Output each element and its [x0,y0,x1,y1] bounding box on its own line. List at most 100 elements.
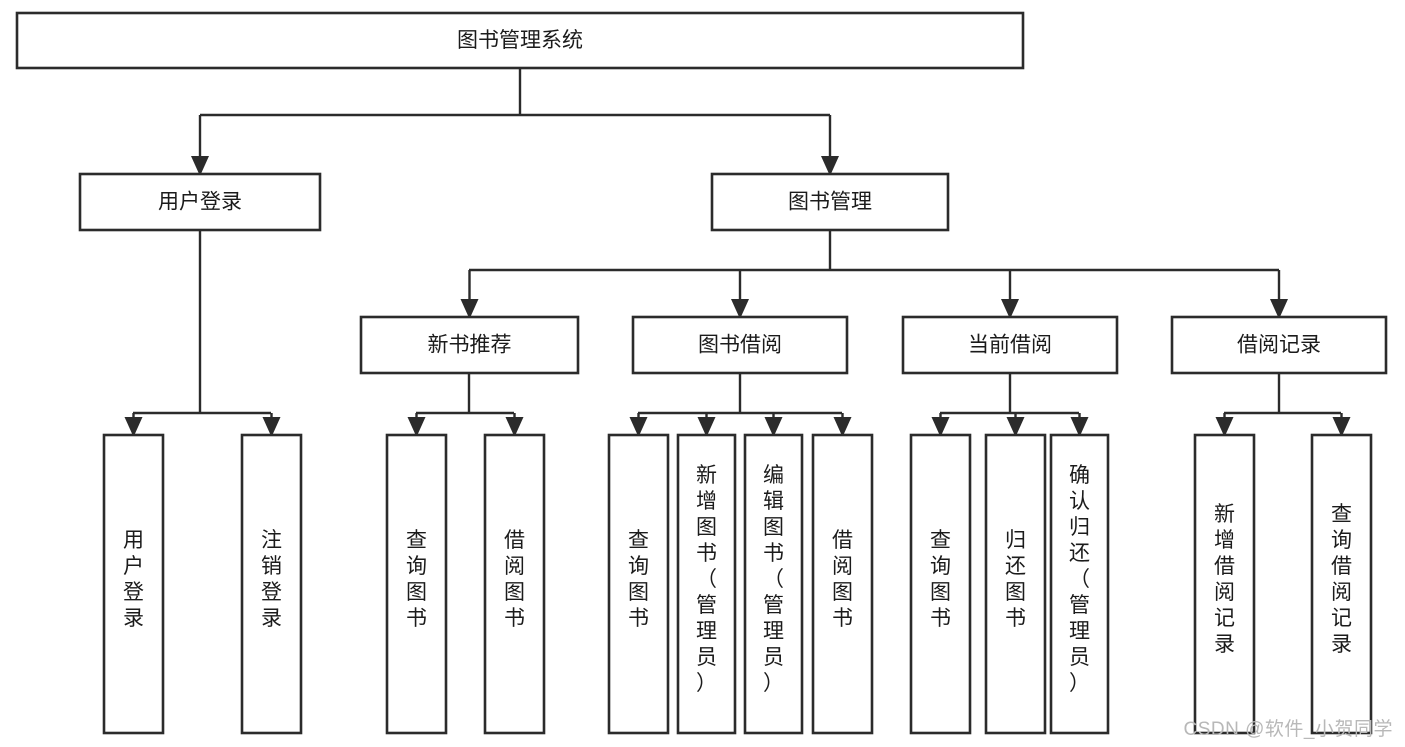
node-leaf-query-book-borrow[interactable]: 查询图书 [607,433,670,735]
arrow-head [833,417,852,437]
node-leaf-query-book-borrow-label: 查询图书 [628,529,649,630]
bus-borrow-record [1224,373,1341,415]
node-leaf-edit-book-admin-box[interactable] [743,433,804,735]
node-leaf-add-book-admin[interactable]: 新增图书（管理员） [676,433,737,735]
node-borrow-record[interactable]: 借阅记录 [1170,315,1388,375]
arrow-head [1215,417,1234,437]
node-leaf-logout-label: 注销登录 [261,529,282,630]
node-book-manage[interactable]: 图书管理 [710,172,950,232]
node-root-system-box[interactable] [15,11,1025,70]
node-book-borrow-label: 图书借阅 [698,334,782,357]
arrow-head [1270,299,1288,319]
arrow-head [407,417,426,437]
arrow-head [629,417,648,437]
node-book-borrow-box[interactable] [631,315,849,375]
bus-new-book [416,373,514,415]
node-leaf-borrow-book-box[interactable] [811,433,874,735]
bus-user-login [133,230,271,415]
node-leaf-query-book-recommend-box[interactable] [385,433,448,735]
arrow-head [931,417,950,437]
node-leaf-query-borrow-record-label: 查询借阅记录 [1331,503,1352,656]
arrow-head [731,299,749,319]
node-book-borrow[interactable]: 图书借阅 [631,315,849,375]
node-leaf-borrow-book-label: 借阅图书 [832,529,853,630]
node-leaf-logout[interactable]: 注销登录 [240,433,303,735]
node-leaf-borrow-book-recommend-label: 借阅图书 [504,529,525,630]
node-leaf-confirm-return-admin-label: 确认归还（管理员） [1069,464,1090,695]
node-new-book-recommend[interactable]: 新书推荐 [359,315,580,375]
arrow-head [505,417,524,437]
connector-drop-leaf-cb-return [1006,413,1025,437]
node-leaf-add-borrow-record-label: 新增借阅记录 [1214,503,1235,656]
connector-drop-leaf-bb-borrow [833,413,852,437]
arrow-head [191,156,209,176]
node-book-manage-box[interactable] [710,172,950,232]
arrow-head [821,156,839,176]
node-leaf-query-book-current-label: 查询图书 [930,529,951,630]
node-leaf-user-login[interactable]: 用户登录 [102,433,165,735]
node-leaf-query-book-recommend-label: 查询图书 [406,529,427,630]
node-user-login-box[interactable] [78,172,322,232]
connector-drop-book-borrow [731,270,749,319]
node-leaf-query-book-current[interactable]: 查询图书 [909,433,972,735]
node-leaf-borrow-book-recommend[interactable]: 借阅图书 [483,433,546,735]
connector-drop-borrow-record [1270,270,1288,319]
node-leaf-edit-book-admin-label: 编辑图书（管理员） [763,464,784,695]
node-leaf-query-book-recommend[interactable]: 查询图书 [385,433,448,735]
node-leaf-user-login-box[interactable] [102,433,165,735]
arrow-head [764,417,783,437]
node-book-manage-label: 图书管理 [788,191,872,214]
node-leaf-return-book[interactable]: 归还图书 [984,433,1047,735]
connector-drop-leaf-cb-query [931,413,950,437]
node-leaf-borrow-book-recommend-box[interactable] [483,433,546,735]
connector-drop-leaf-user-login [124,413,143,437]
node-current-borrow[interactable]: 当前借阅 [901,315,1119,375]
connector-drop-user-login [191,115,209,176]
connector-drop-leaf-bb-query [629,413,648,437]
node-leaf-edit-book-admin[interactable]: 编辑图书（管理员） [743,433,804,735]
node-root-system[interactable]: 图书管理系统 [15,11,1025,70]
arrow-head [460,299,479,319]
nodes-layer: 图书管理系统用户登录图书管理新书推荐图书借阅当前借阅借阅记录用户登录注销登录查询… [15,11,1388,735]
node-current-borrow-box[interactable] [901,315,1119,375]
node-leaf-return-book-box[interactable] [984,433,1047,735]
node-leaf-borrow-book[interactable]: 借阅图书 [811,433,874,735]
connector-drop-new-book [460,270,479,319]
arrow-head [1006,417,1025,437]
arrow-head [262,417,281,437]
node-leaf-return-book-label: 归还图书 [1005,529,1026,630]
connector-drop-leaf-logout [262,413,281,437]
node-user-login[interactable]: 用户登录 [78,172,322,232]
connector-drop-leaf-bb-add [697,413,716,437]
arrow-head [1001,299,1019,319]
bus-current-borrow [940,373,1079,415]
node-leaf-add-borrow-record-box[interactable] [1193,433,1256,735]
node-leaf-add-book-admin-box[interactable] [676,433,737,735]
node-leaf-query-borrow-record[interactable]: 查询借阅记录 [1310,433,1373,735]
connector-drop-leaf-br-query [1332,413,1351,437]
connector-drop-leaf-cb-confirm [1070,413,1089,437]
connector-drop-current-borrow [1001,270,1019,319]
connector-drop-book-manage [821,115,839,176]
node-leaf-query-book-borrow-box[interactable] [607,433,670,735]
bus-book-borrow [638,373,842,415]
node-new-book-recommend-label: 新书推荐 [428,334,512,357]
connector-drop-leaf-nb-borrow [505,413,524,437]
connector-drop-leaf-bb-edit [764,413,783,437]
node-leaf-confirm-return-admin[interactable]: 确认归还（管理员） [1049,433,1110,735]
node-leaf-add-borrow-record[interactable]: 新增借阅记录 [1193,433,1256,735]
node-leaf-add-book-admin-label: 新增图书（管理员） [696,464,717,695]
node-leaf-query-borrow-record-box[interactable] [1310,433,1373,735]
node-root-system-label: 图书管理系统 [457,29,583,52]
arrow-head [1070,417,1089,437]
bus-root [200,68,830,117]
node-borrow-record-label: 借阅记录 [1237,334,1321,357]
node-user-login-label: 用户登录 [158,191,242,214]
node-borrow-record-box[interactable] [1170,315,1388,375]
node-new-book-recommend-box[interactable] [359,315,580,375]
node-leaf-query-book-current-box[interactable] [909,433,972,735]
node-leaf-logout-box[interactable] [240,433,303,735]
node-leaf-confirm-return-admin-box[interactable] [1049,433,1110,735]
